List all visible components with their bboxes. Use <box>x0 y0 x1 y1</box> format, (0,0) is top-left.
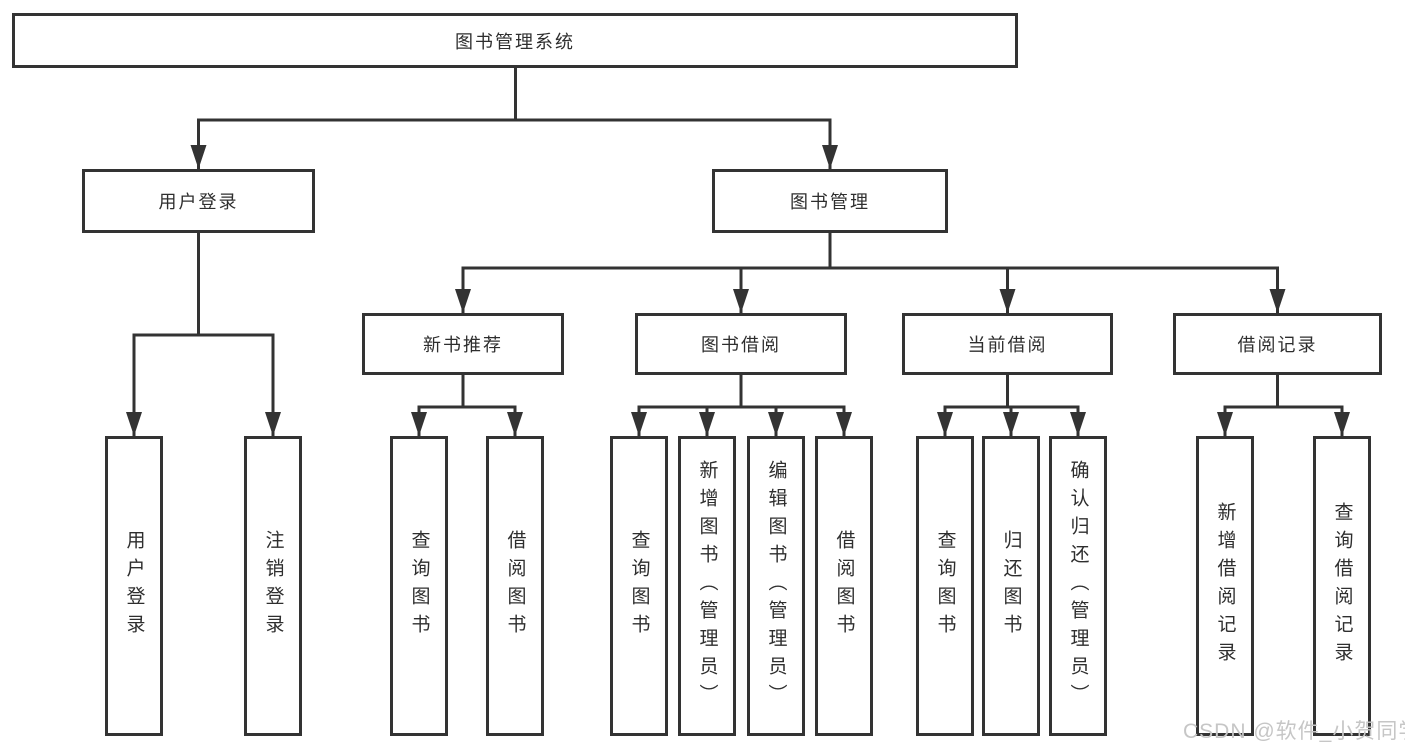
leaf-query-borrow-record: 查询借阅记录 <box>1313 436 1371 736</box>
leaf-add-borrow-record: 新增借阅记录 <box>1196 436 1254 736</box>
leaf-return-book: 归还图书 <box>982 436 1040 736</box>
edge-borrow-records-split <box>1223 375 1344 409</box>
node-user-login: 用户登录 <box>82 169 315 233</box>
leaf-borrow-books-recommend: 借阅图书 <box>486 436 544 736</box>
watermark: CSDN @软件_小贺同学 <box>1183 720 1405 743</box>
edge-book-mgmt-split <box>461 233 1279 270</box>
node-new-book-recommend: 新书推荐 <box>362 313 564 375</box>
leaf-query-books-current: 查询图书 <box>916 436 974 736</box>
node-book-management: 图书管理 <box>712 169 948 233</box>
edge-root-split <box>197 68 832 122</box>
edge-new-book-rec-split <box>417 375 517 409</box>
leaf-query-books-recommend: 查询图书 <box>390 436 448 736</box>
leaf-edit-book-admin: 编辑图书（管理员） <box>747 436 805 736</box>
node-borrow-records: 借阅记录 <box>1173 313 1382 375</box>
leaf-user-login: 用户登录 <box>105 436 163 736</box>
leaf-add-book-admin: 新增图书（管理员） <box>678 436 736 736</box>
node-root: 图书管理系统 <box>12 13 1018 68</box>
edge-book-borrow-split <box>637 375 846 409</box>
leaf-logout-login: 注销登录 <box>244 436 302 736</box>
node-current-borrow: 当前借阅 <box>902 313 1113 375</box>
leaf-borrow-books: 借阅图书 <box>815 436 873 736</box>
leaf-confirm-return-admin: 确认归还（管理员） <box>1049 436 1107 736</box>
edge-user-login-split <box>132 233 275 337</box>
node-book-borrow: 图书借阅 <box>635 313 847 375</box>
edge-current-borrow-split <box>943 375 1080 409</box>
leaf-query-books-borrow: 查询图书 <box>610 436 668 736</box>
